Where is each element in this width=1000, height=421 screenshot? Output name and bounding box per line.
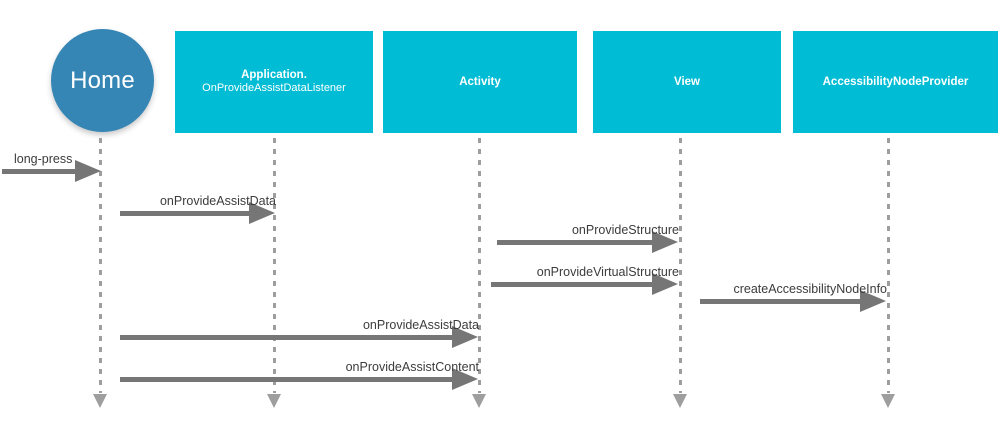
message-onprovidestructure-shaft	[497, 240, 654, 245]
participant-box-application: Application. OnProvideAssistDataListener	[175, 31, 373, 133]
message-onprovideassistdata-1-arrowhead-icon	[249, 202, 275, 224]
participant-box-view: View	[593, 31, 781, 133]
lifeline-end-arrow-home-icon	[93, 394, 107, 408]
message-onprovidestructure: onProvideStructure	[497, 223, 679, 253]
message-onprovideassistcontent: onProvideAssistContent	[120, 360, 479, 390]
message-onprovideassistcontent-label: onProvideAssistContent	[345, 359, 479, 374]
participant-box-accessibilitynodeprovider: AccessibilityNodeProvider	[793, 31, 998, 133]
message-onprovidevirtualstructure-shaft	[491, 282, 654, 287]
participant-label-accessibilitynodeprovider: AccessibilityNodeProvider	[815, 75, 977, 89]
message-onprovideassistdata-2-label: onProvideAssistData	[362, 317, 479, 332]
participant-label-view-main: View	[674, 75, 700, 88]
participant-label-application-main: Application.	[241, 68, 307, 81]
message-onprovideassistdata-2-arrowhead-icon	[452, 326, 478, 348]
lifeline-home	[99, 138, 102, 393]
message-onprovideassistcontent-shaft	[120, 377, 454, 382]
participant-label-accessibilitynodeprovider-main: AccessibilityNodeProvider	[822, 75, 969, 88]
message-onprovideassistdata-1: onProvideAssistData	[120, 194, 276, 224]
lifeline-application	[273, 138, 276, 393]
lifeline-end-arrow-application-icon	[267, 394, 281, 408]
message-onprovideassistdata-1-label: onProvideAssistData	[159, 193, 276, 208]
participant-label-application: Application. OnProvideAssistDataListener	[194, 68, 354, 96]
lifeline-activity	[478, 138, 481, 393]
message-onprovidevirtualstructure: onProvideVirtualStructure	[491, 265, 679, 295]
lifeline-accessibilitynodeprovider	[887, 138, 890, 393]
message-onprovidestructure-arrowhead-icon	[652, 231, 678, 253]
participant-box-activity: Activity	[383, 31, 577, 133]
lifeline-view	[679, 138, 682, 393]
lifeline-end-arrow-activity-icon	[472, 394, 486, 408]
message-onprovidestructure-label: onProvideStructure	[571, 222, 679, 237]
actor-home: Home	[51, 29, 154, 132]
message-long-press-arrowhead-icon	[75, 160, 101, 182]
actor-home-label: Home	[70, 66, 135, 94]
message-onprovideassistdata-2: onProvideAssistData	[120, 318, 479, 348]
lifeline-end-arrow-accessibilitynodeprovider-icon	[881, 394, 895, 408]
message-long-press-shaft	[2, 169, 77, 174]
message-long-press-label: long-press	[14, 151, 73, 166]
message-onprovidevirtualstructure-arrowhead-icon	[652, 273, 678, 295]
message-createaccessibilitynodeinfo: createAccessibilityNodeInfo	[700, 282, 887, 312]
lifeline-end-arrow-view-icon	[673, 394, 687, 408]
message-onprovideassistdata-1-shaft	[120, 211, 251, 216]
message-onprovideassistcontent-arrowhead-icon	[452, 368, 478, 390]
participant-label-application-sub: OnProvideAssistDataListener	[202, 82, 346, 95]
message-createaccessibilitynodeinfo-shaft	[700, 299, 862, 304]
message-createaccessibilitynodeinfo-arrowhead-icon	[860, 290, 886, 312]
message-onprovidevirtualstructure-label: onProvideVirtualStructure	[536, 264, 679, 279]
message-onprovideassistdata-2-shaft	[120, 335, 454, 340]
participant-label-activity-main: Activity	[459, 75, 501, 88]
message-createaccessibilitynodeinfo-label: createAccessibilityNodeInfo	[733, 281, 887, 296]
message-long-press: long-press	[2, 152, 101, 182]
participant-label-activity: Activity	[451, 75, 509, 89]
participant-label-view: View	[666, 75, 708, 89]
